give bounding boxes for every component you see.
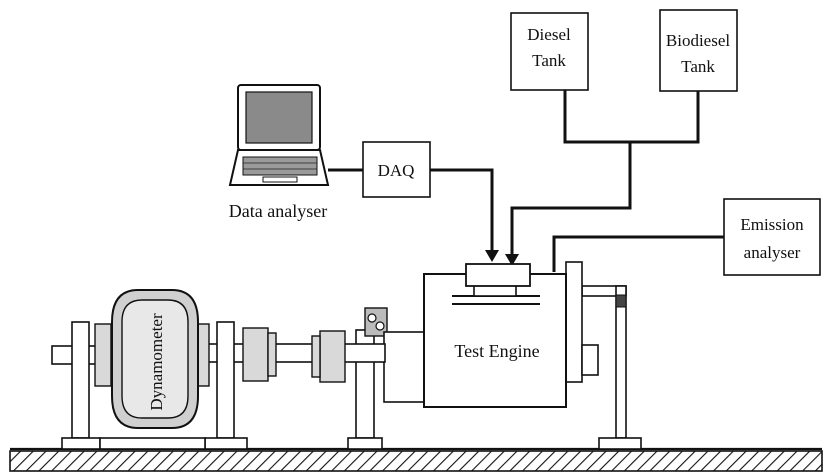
biodiesel-tank: Biodiesel Tank [659, 9, 738, 92]
emission-analyser: Emission analyser [723, 198, 821, 276]
emission-analyser-label-line-1: Emission [740, 215, 804, 234]
fuel-lines [505, 90, 700, 266]
ground-base [9, 447, 823, 472]
test-engine: Test Engine [383, 261, 599, 408]
daq-box: DAQ [362, 141, 431, 198]
test-engine-label: Test Engine [454, 341, 539, 361]
daq-label: DAQ [378, 161, 415, 180]
signal-lines [328, 168, 499, 262]
dynamometer-assembly: Dynamometer [51, 289, 248, 450]
emission-analyser-label-line-2: analyser [744, 243, 801, 262]
diesel-tank-label-line-1: Diesel [527, 25, 571, 44]
fuel-inlet-arrowhead [505, 254, 519, 266]
biodiesel-tank-label-line-2: Tank [681, 57, 715, 76]
emission-sample-line [552, 235, 724, 272]
diesel-tank: Diesel Tank [510, 12, 589, 91]
diesel-tank-label-line-2: Tank [532, 51, 566, 70]
data-analyser-label: Data analyser [229, 201, 327, 221]
engine-pedestal [347, 307, 388, 450]
laptop-icon [228, 84, 330, 186]
biodiesel-tank-label-line-1: Biodiesel [666, 31, 730, 50]
signal-arrowhead [485, 250, 499, 262]
dynamometer-label: Dynamometer [147, 313, 166, 411]
fuel-injector [465, 263, 531, 287]
drive-shaft [204, 327, 386, 383]
